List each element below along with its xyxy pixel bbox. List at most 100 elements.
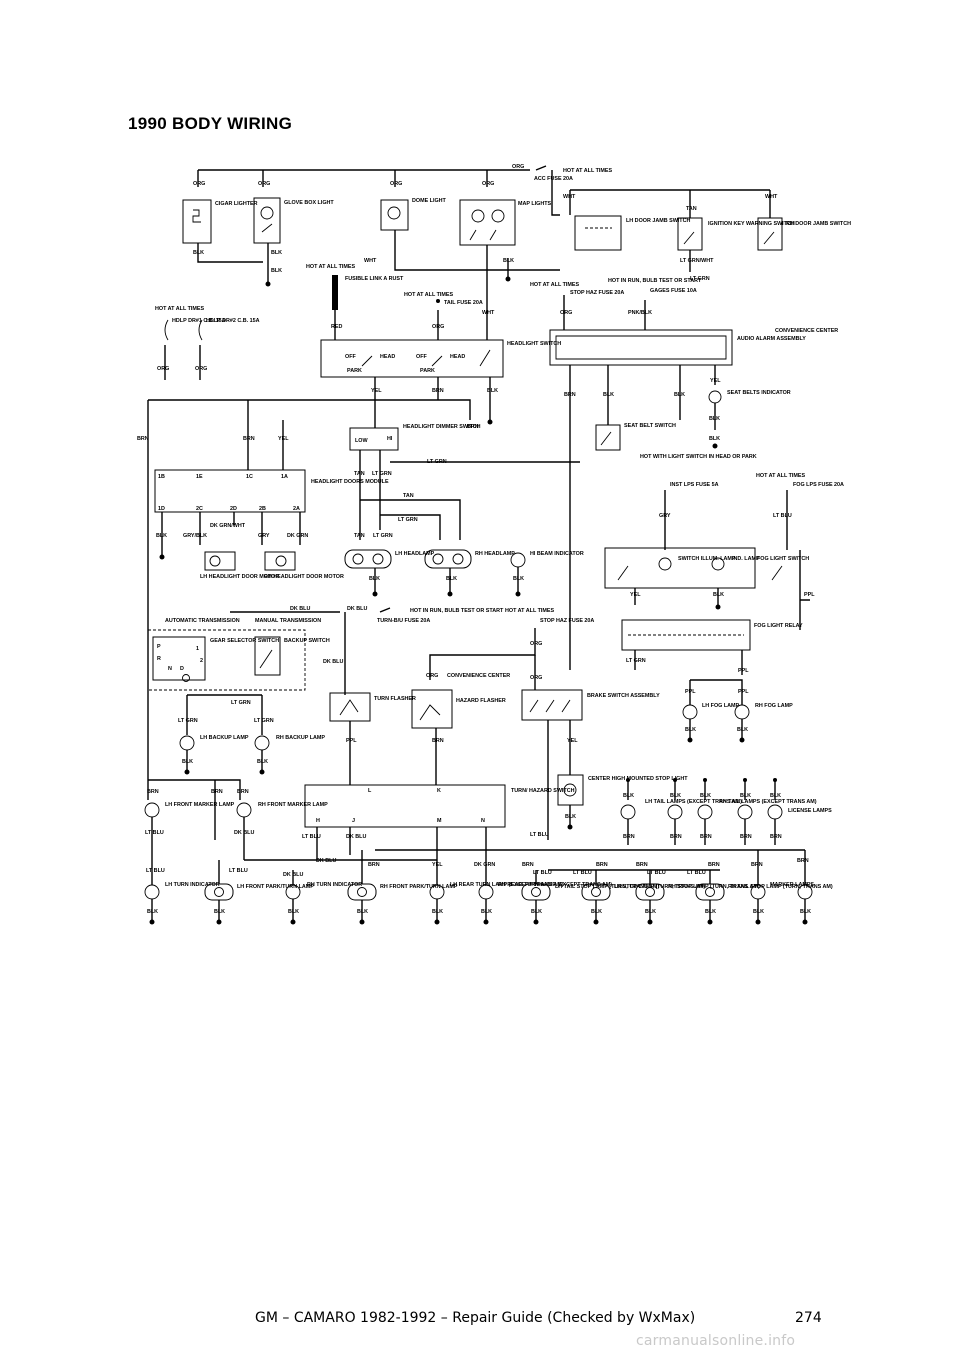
wire-label: ORG [530, 641, 542, 647]
svg-text:1: 1 [196, 646, 199, 652]
wire-label: WHT [482, 310, 495, 316]
footer-guide: GM – CAMARO 1982-1992 – Repair Guide (Ch… [255, 1310, 696, 1326]
wire-label: BRN [708, 862, 720, 868]
wire-label: DK GRN [287, 533, 308, 539]
glove-box-light: ORG GLOVE BOX LIGHT BLK BLK [253, 181, 334, 287]
wire-label: YEL [710, 378, 721, 384]
wire-label: BRN [432, 388, 444, 394]
turn-hazard-switch: L K H J M N TURN/ HAZARD SWITCH LT BLU D… [302, 784, 575, 880]
rh-fog-label: RH FOG LAMP [755, 703, 793, 709]
cigar-lighter-label: CIGAR LIGHTER [215, 201, 258, 207]
wire-label: BLK [288, 909, 299, 915]
wire-label: PPL [738, 668, 749, 674]
wire-label: BLK [487, 388, 498, 394]
seat-ind-label: SEAT BELTS INDICATOR [727, 390, 791, 396]
svg-text:M: M [437, 818, 442, 824]
wire-label: BRN [670, 834, 682, 840]
hi-beam-label: HI BEAM INDICATOR [530, 551, 584, 557]
door-switches: WHT TAN WHT LH DOOR JAMB SWITCH IGNITION… [563, 189, 851, 282]
svg-text:2C: 2C [196, 506, 203, 512]
wire-label: HEAD [450, 354, 465, 360]
rear-tail-top: BLK BLK BLK BLK BLK LH TAIL LAMPS (EXCEP… [620, 778, 832, 845]
wire-label: BRN [211, 789, 223, 795]
wire-label: DK BLU [234, 830, 254, 836]
lh-turn-ind-label: LH TURN INDICATOR [165, 882, 220, 888]
turn-flasher-label: TURN FLASHER [374, 696, 416, 702]
stop-haz-label-2: STOP HAZ FUSE 20A [540, 618, 594, 624]
wire-label: RED [331, 324, 342, 330]
hl-switch-label: HEADLIGHT SWITCH [507, 341, 561, 347]
wire-label: LT BLU [773, 513, 792, 519]
wire-label: BRN [522, 862, 534, 868]
wire-label: BRN [467, 424, 479, 430]
wire-label: BLK [193, 250, 204, 256]
wire-label: ORG [195, 366, 207, 372]
wire-label: PPL [738, 689, 749, 695]
wire-label: LT GRN [626, 658, 646, 664]
wire-label: LT GRN [427, 459, 447, 465]
wire-label: BLK [432, 909, 443, 915]
wire-label: BRN [623, 834, 635, 840]
wire-label: LT GRN [372, 471, 392, 477]
svg-text:2B: 2B [259, 506, 266, 512]
wire-label: DK GRN/WHT [210, 523, 246, 529]
wire-label: LT BLU [229, 868, 248, 874]
wire-label: LT BLU [573, 870, 592, 876]
wire-label: LT GRN [373, 533, 393, 539]
rh-rear-turn-label: RH REAR TURN LAMP (EXCEPT TRANS AM) [498, 882, 612, 888]
wire-label: PPL [346, 738, 357, 744]
wire-label: BLK [709, 436, 720, 442]
fusible-label: FUSIBLE LINK A RUST [345, 276, 404, 282]
fog-relay-label: FOG LIGHT RELAY [754, 623, 803, 629]
wire-label: BLK [753, 909, 764, 915]
wire-label: LT BLU [687, 870, 706, 876]
lh-backup-label: LH BACKUP LAMP [200, 735, 249, 741]
wire-label: OFF [416, 354, 427, 360]
svg-text:1C: 1C [246, 474, 253, 480]
wire-label: TAN [686, 206, 697, 212]
wire-label: WHT [563, 194, 576, 200]
backup-sw-label: BACKUP SWITCH [284, 638, 330, 644]
brake-sw-label: BRAKE SWITCH ASSEMBLY [587, 693, 660, 699]
wire-label: ORG [530, 675, 542, 681]
marker-label: MARKER LAMPS [770, 882, 814, 888]
wire-label: BLK [737, 727, 748, 733]
fuse-block-mid: HOT AT ALL TIMES FUSIBLE LINK A RUST RED… [306, 264, 702, 340]
wire-label: YEL [630, 592, 641, 598]
rh-tail-label: RH TAIL LAMPS (EXCEPT TRANS AM) [719, 799, 817, 805]
dimmer-switch: BRN BRN YEL BRN LOW HI HEADLIGHT DIMMER … [137, 399, 580, 780]
wire-label: BRN [770, 834, 782, 840]
wire-label: DK BLU [290, 606, 310, 612]
wire-label: BLK [531, 909, 542, 915]
chmsl: CENTER HIGH MOUNTED STOP LIGHT BLK [557, 774, 688, 830]
wire-label: BLK [770, 793, 781, 799]
wire-label: ORG [193, 181, 205, 187]
wire-label: ORG [560, 310, 572, 316]
wire-label: HOT AT ALL TIMES [155, 306, 205, 312]
svg-text:K: K [437, 788, 441, 794]
wire-label: BLK [182, 759, 193, 765]
wire-label: ORG [432, 324, 444, 330]
fog-system: HOT WITH LIGHT SWITCH IN HEAD OR PARK IN… [604, 454, 844, 743]
lh-fog-label: LH FOG LAMP [702, 703, 740, 709]
turn-haz-label: TURN/ HAZARD SWITCH [511, 788, 575, 794]
wire-label: BLK [257, 759, 268, 765]
man-trans-label: MANUAL TRANSMISSION [255, 618, 321, 624]
wire-label: LT GRN [254, 718, 274, 724]
chmsl-label: CENTER HIGH MOUNTED STOP LIGHT [588, 776, 688, 782]
dome-light: ORG DOME LIGHT WHT [364, 181, 560, 271]
hdlp2-label: HDLP DR#2 C.B. 15A [206, 318, 260, 324]
rh-motor-label: RH HEADLIGHT DOOR MOTOR [264, 574, 344, 580]
label-acc-fuse: ACC FUSE 20A [534, 176, 573, 182]
license-label: LICENSE LAMPS [788, 808, 832, 814]
svg-text:2D: 2D [230, 506, 237, 512]
wire-label: BRN [432, 738, 444, 744]
wire-label: PNK/BLK [628, 310, 652, 316]
wire-label: BLK [156, 533, 167, 539]
wire-label: BRN [596, 862, 608, 868]
bottom-lamps: LH TURN INDICATOR LH FRONT PARK/TURN LAM… [144, 850, 833, 925]
wire-label: LT BLU [145, 830, 164, 836]
lh-motor-label: LH HEADLIGHT DOOR MOTOR [200, 574, 279, 580]
wire-label: TAN [354, 471, 365, 477]
wire-label: BRN [237, 789, 249, 795]
